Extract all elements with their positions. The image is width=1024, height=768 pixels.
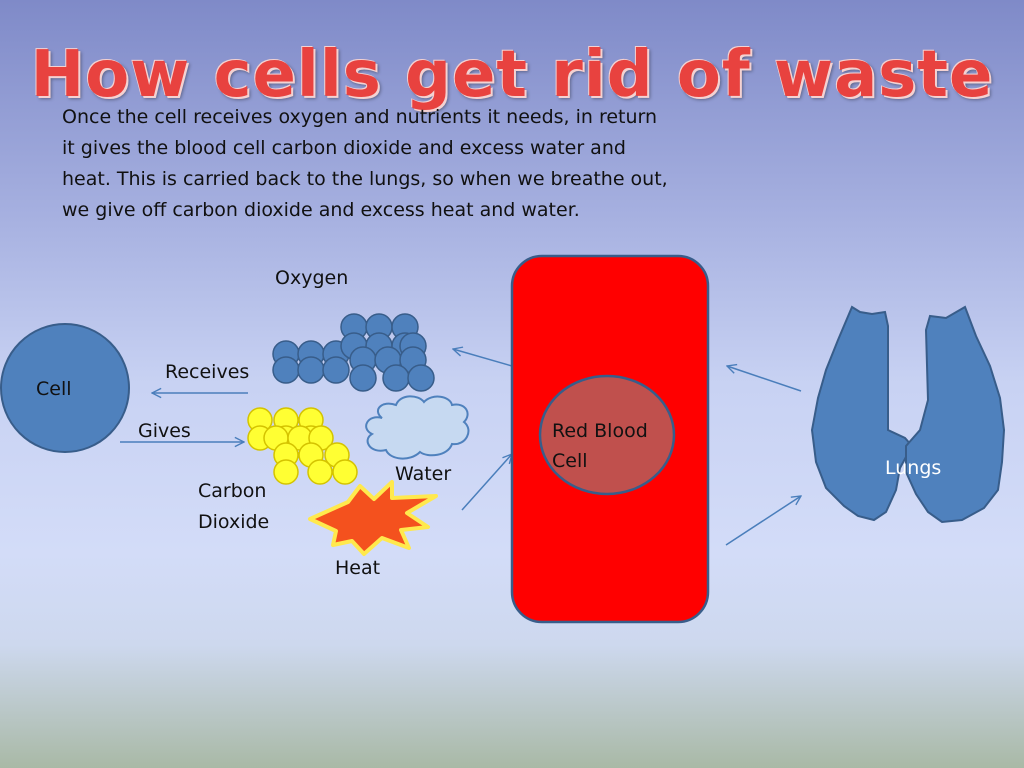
lungs-label: Lungs	[885, 457, 942, 479]
cell-circle	[0, 323, 130, 453]
heat-burst	[308, 480, 438, 556]
blood-to-lungs-arrow	[725, 496, 801, 546]
intro-paragraph: Once the cell receives oxygen and nutrie…	[62, 106, 668, 221]
heat-label: Heat	[335, 557, 381, 579]
gives-label: Gives	[138, 420, 191, 442]
waste-arrow	[461, 454, 512, 511]
carbon-dioxide-label-line1: Carbon	[198, 480, 267, 502]
oxygen-label: Oxygen	[275, 267, 349, 289]
red-blood-cell-label-line2: Cell	[552, 450, 588, 472]
carbon-dioxide-cluster	[247, 407, 358, 485]
lungs-shape	[810, 305, 1006, 524]
carbon-dioxide-label-line2: Dioxide	[198, 511, 270, 533]
oxygen-arrow	[453, 349, 513, 367]
oxygen-cluster	[272, 313, 435, 392]
lungs-to-blood-arrow	[727, 366, 802, 392]
slide-title: How cells get rid of waste	[30, 38, 994, 112]
red-blood-cell	[538, 374, 676, 496]
receives-label: Receives	[165, 361, 250, 383]
red-blood-cell-label-line1: Red Blood	[552, 420, 648, 442]
water-label: Water	[395, 463, 452, 485]
water-cloud	[365, 395, 470, 460]
cell-label: Cell	[36, 378, 72, 400]
